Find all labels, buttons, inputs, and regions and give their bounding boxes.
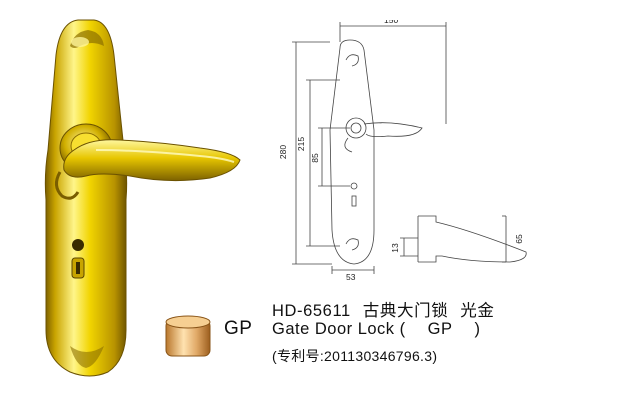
model-line: HD-65611 古典大门锁光金 [272,297,495,321]
swatch-label: GP [224,318,253,339]
dim-lever-height-label: 65 [514,234,524,244]
english-name: Gate Door Lock ( [272,320,406,338]
finish-swatch [165,315,211,357]
keyhole [72,239,84,251]
model-number: HD-65611 [272,302,351,320]
dim-hole-span-label: 215 [296,137,306,151]
dim-neck-label: 13 [390,243,400,253]
product-photo [44,19,241,377]
dim-keyhole-offset-label: 85 [310,153,320,163]
drawing-front-plate [329,39,375,265]
dim-total-height-label: 280 [278,145,288,159]
drawing-side-view [418,215,527,263]
lever [63,139,241,182]
finish-code: GP [427,320,453,338]
close-paren: ) [474,320,481,338]
finish-chinese: 光金 [460,302,495,320]
dim-width-label: 150 [384,20,398,25]
name-line: Gate Door Lock ( GP) [272,320,480,339]
dim-backplate-width-label: 53 [346,272,356,282]
chinese-name: 古典大门锁 [362,302,449,320]
backplate [44,19,128,377]
technical-drawing: 150 280 215 85 53 65 13 [278,20,527,282]
patent-number: (专利号:201130346796.3) [272,348,438,364]
